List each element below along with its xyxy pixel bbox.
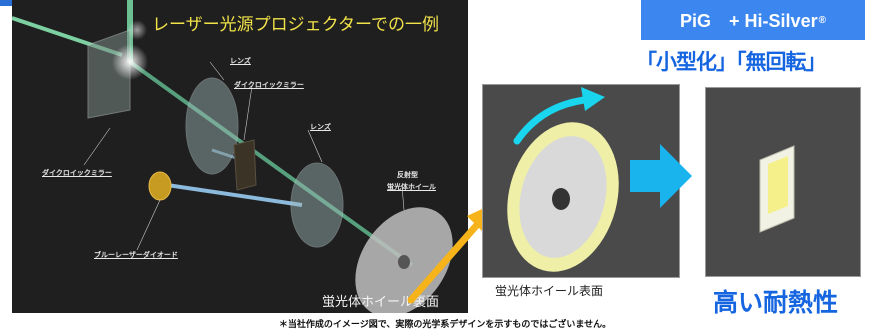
optical-path-drawing	[12, 0, 453, 313]
blue-laser-diode-body	[148, 171, 172, 201]
footnote: ＊当社作成のイメージ図で、実際の光学系デザインを示すものではございません。	[278, 320, 612, 330]
lens-2	[290, 162, 344, 248]
label-blue-laser-diode: ブルーレーザーダイオード	[94, 251, 178, 259]
laser-projector-diagram: レーザー光源プロジェクターでの一例 レンズ ダイクロイックミラー レンズ 反射型…	[12, 0, 468, 313]
cyan-arrow-icon	[630, 144, 692, 208]
pig-panel	[705, 87, 861, 277]
label-lens-mid: レンズ	[310, 123, 331, 131]
blue-beam	[166, 183, 303, 207]
main-beam	[128, 60, 414, 267]
label-dichroic-left: ダイクロイックミラー	[42, 169, 112, 177]
registered-mark: ®	[818, 14, 826, 26]
phosphor-wheel-front-icon	[507, 87, 619, 272]
diagram-title: レーザー光源プロジェクターでの一例	[152, 15, 439, 35]
label-lens-top: レンズ	[230, 57, 251, 65]
pig-chip-icon	[759, 145, 795, 233]
feature-small-no-rotation: 「小型化」「無回転」	[636, 50, 826, 74]
dichroic-mirror-mid	[233, 139, 257, 191]
label-reflective-wheel-2: 蛍光体ホイール	[387, 183, 436, 191]
label-reflective-wheel-1: 反射型	[397, 171, 418, 179]
label-dichroic-top: ダイクロイックミラー	[234, 81, 304, 89]
lens-1	[185, 77, 239, 175]
pig-hi-silver-badge: PiG + Hi-Silver®	[641, 0, 865, 40]
pig-badge-text: PiG + Hi-Silver	[680, 11, 818, 31]
high-heat-resistance-label: 高い耐熱性	[713, 288, 839, 317]
wheel-front-caption: 蛍光体ホイール表面	[495, 284, 604, 298]
